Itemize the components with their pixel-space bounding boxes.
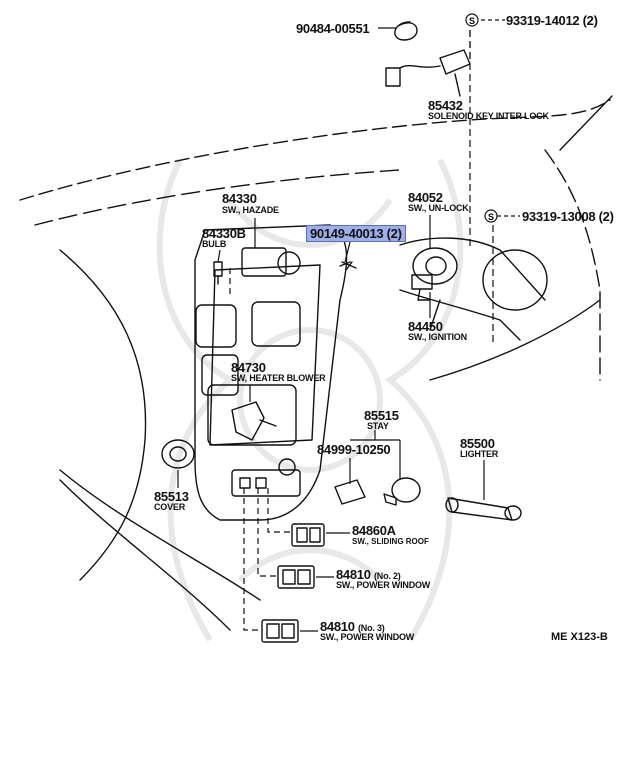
label-85513: 85513 (154, 489, 189, 504)
label-84860a-name: SW., SLIDING ROOF (352, 537, 429, 546)
watermark-emblem (156, 158, 464, 642)
label-84450-name: SW., IGNITION (408, 332, 467, 342)
ignition-switch-body (412, 247, 458, 285)
lighter-socket (278, 458, 296, 476)
label-84730-name: SW, HEATER BLOWER (231, 373, 326, 383)
floor-line (59, 469, 261, 601)
steering-hub (482, 249, 548, 311)
ignition-switch-face (425, 256, 447, 276)
label-84860a: 84860A (352, 523, 396, 538)
vent-mid (251, 301, 301, 347)
label-84810-no2-name: SW., POWER WINDOW (336, 580, 431, 590)
s-symbol-top: S (465, 13, 479, 27)
label-84052-name: SW., UN-LOCK (408, 203, 469, 213)
label-84810-no2-qualifier: (No. 2) (373, 571, 401, 581)
switch-sliding-roof (291, 523, 325, 547)
solenoid-stem (454, 73, 461, 97)
label-93319-14012: 93319-14012 (2) (506, 13, 598, 28)
label-84330b-name: BULB (202, 239, 227, 249)
solenoid-body (439, 49, 471, 75)
column-lower (429, 299, 441, 331)
solenoid-connector (385, 67, 401, 87)
blower-panel (207, 384, 297, 446)
label-84330b: 84330B (202, 226, 246, 241)
switch-panel (231, 469, 301, 497)
label-85432: 85432 (428, 98, 463, 113)
dash-top-outline (19, 99, 611, 201)
console-outline (194, 224, 348, 521)
vent-left (195, 304, 237, 348)
label-85515: 85515 (364, 408, 399, 423)
label-85500: 85500 (460, 436, 495, 451)
label-84330-name: SW., HAZADE (222, 205, 279, 215)
label-90149-highlighted[interactable]: 90149-40013 (2) (306, 225, 406, 242)
floor-line-2 (59, 479, 231, 631)
label-84999: 84999-10250 (317, 442, 391, 457)
s-symbol-mid: S (484, 209, 498, 223)
dash-edge-right (559, 95, 613, 151)
vent-lower-left (201, 354, 239, 396)
blower-switch (231, 401, 265, 441)
switch-power-window-2 (277, 565, 315, 589)
label-84810-no3-number: 84810 (320, 619, 355, 634)
stay-ring (391, 477, 421, 503)
steering-column (399, 237, 546, 301)
label-93319-13008: 93319-13008 (2) (522, 209, 614, 224)
hazard-knob (277, 251, 301, 275)
label-84810-no3-name: SW., POWER WINDOW (320, 632, 415, 642)
console-inner (209, 264, 321, 446)
label-84810-no2-number: 84810 (336, 567, 371, 582)
label-85515-name: STAY (367, 421, 389, 431)
label-84450: 84450 (408, 319, 443, 334)
clip-90484 (394, 21, 418, 41)
column-shroud (399, 289, 521, 341)
s-symbol-mid-label: S (488, 212, 494, 222)
label-85432-name: SOLENOID KEY INTER LOCK (428, 111, 549, 121)
label-84730: 84730 (231, 360, 266, 375)
leader-84330b (217, 249, 221, 263)
ignition-wire (417, 288, 431, 301)
switch-power-window-3 (261, 619, 299, 643)
label-90484: 90484-00551 (296, 21, 370, 36)
blower-shaft (259, 419, 277, 427)
diagram-code: ME X123-B (551, 631, 608, 643)
label-84330: 84330 (222, 191, 257, 206)
label-84052: 84052 (408, 190, 443, 205)
label-84810-no2: 84810 (No. 2) (336, 568, 401, 581)
solenoid-wire (399, 65, 441, 69)
dash-upper-line (34, 169, 401, 226)
left-panel-line (59, 249, 147, 581)
bulb-shape (213, 261, 223, 277)
dash-right-lower (429, 299, 601, 381)
switch-slot-1 (239, 477, 251, 489)
ignition-connector (411, 274, 433, 290)
label-85500-name: LIGHTER (460, 449, 499, 459)
s-symbol-top-label: S (469, 16, 475, 26)
label-84810-no3: 84810 (No. 3) (320, 620, 385, 633)
switch-slot-2 (255, 477, 267, 489)
dash-right-panel (544, 149, 601, 381)
leader-90149 (344, 241, 351, 263)
hazard-switch (241, 247, 287, 277)
label-85513-name: COVER (154, 502, 186, 512)
label-84810-no3-qualifier: (No. 3) (357, 623, 385, 633)
cover-85513 (161, 439, 195, 469)
screw-90149 (339, 261, 357, 271)
